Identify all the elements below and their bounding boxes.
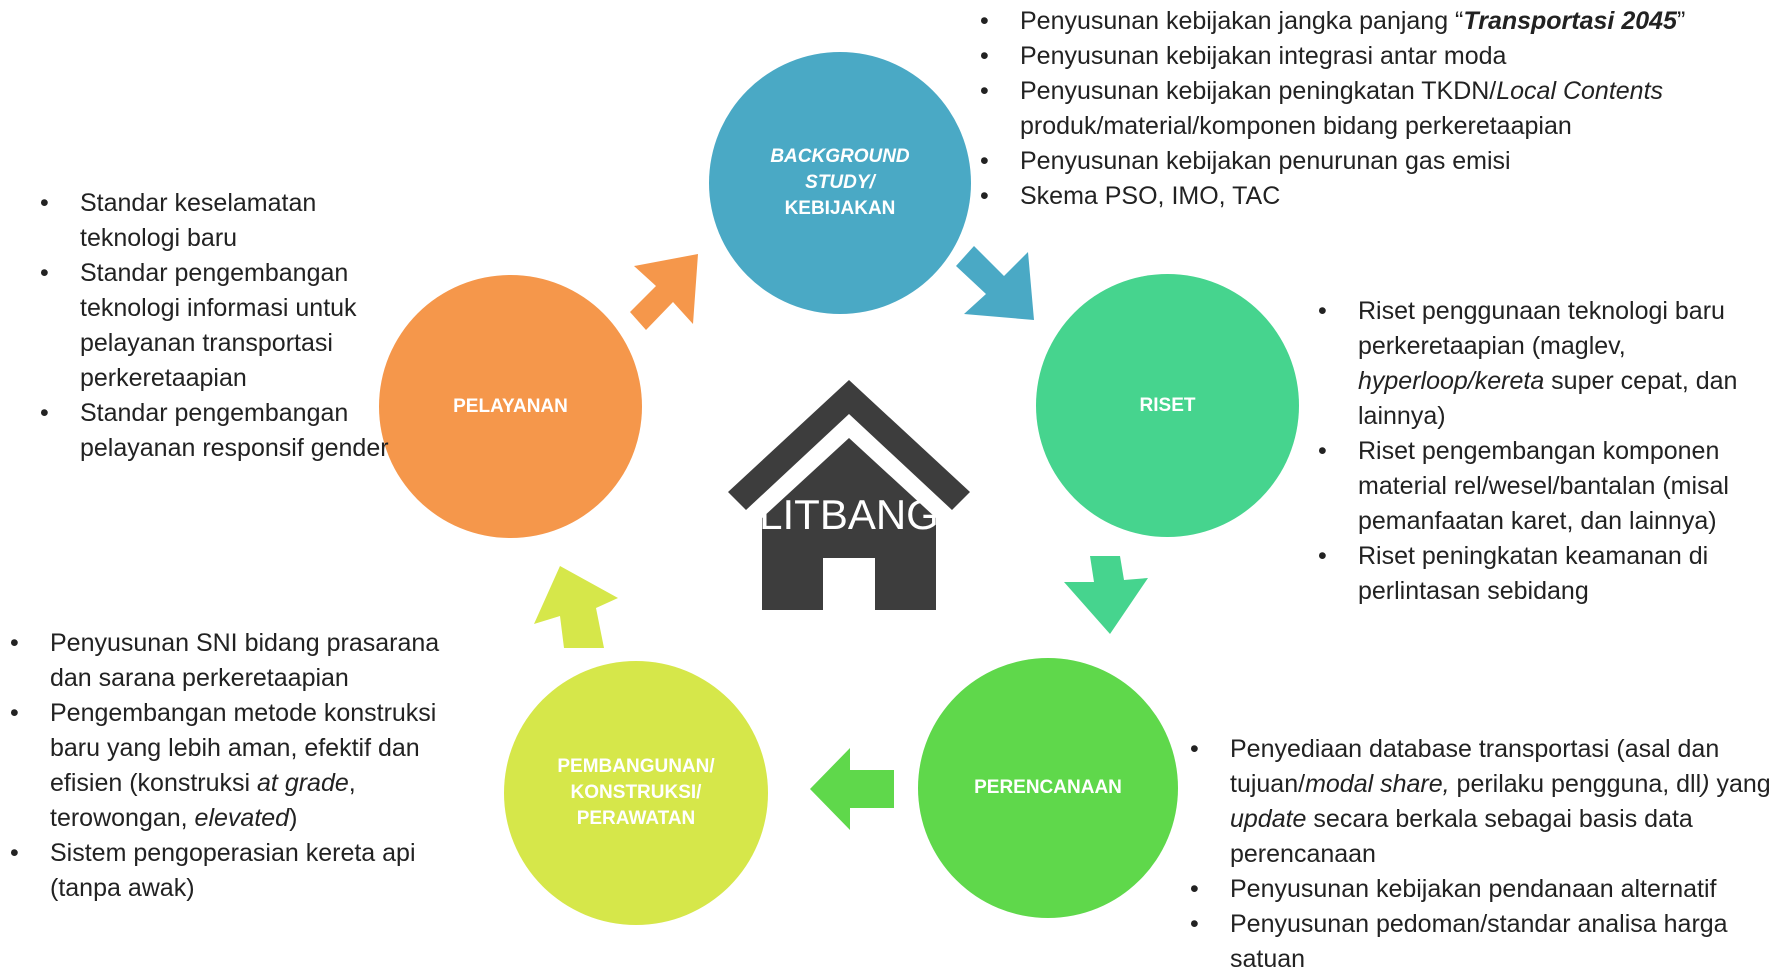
list-item: Riset peningkatan keamanan di perlintasa…: [1318, 539, 1738, 609]
circle-pembangunan-line3: PERAWATAN: [576, 808, 696, 829]
list-item: Standar keselamatan teknologi baru: [40, 186, 400, 256]
arrow-riset-to-perencanaan: [1064, 556, 1148, 634]
list-item: Penyusunan kebijakan jangka panjang “Tra…: [980, 4, 1740, 39]
circle-pelayanan: PELAYANAN: [379, 275, 642, 538]
circle-perencanaan: PERENCANAAN: [918, 658, 1178, 918]
list-item: Pengembangan metode konstruksi baru yang…: [10, 696, 470, 836]
list-riset: Riset penggunaan teknologi baru perkeret…: [1318, 294, 1738, 609]
list-item: Sistem pengoperasian kereta api (tanpa a…: [10, 836, 470, 906]
list-item: Standar pengembangan teknologi informasi…: [40, 256, 400, 396]
circle-background-study: BACKGROUND STUDY/ KEBIJAKAN: [709, 52, 971, 314]
arrow-pembangunan-to-pelayanan: [534, 566, 618, 648]
circle-pembangunan-line1: PEMBANGUNAN/: [557, 756, 715, 777]
circle-background-line2: STUDY/: [805, 172, 875, 193]
list-item: Riset pengembangan komponen material rel…: [1318, 434, 1738, 539]
list-item: Penyusunan SNI bidang prasarana dan sara…: [10, 626, 470, 696]
list-perencanaan: Penyediaan database transportasi (asal d…: [1190, 732, 1785, 977]
house-icon: [728, 380, 970, 610]
circle-riset-label: RISET: [1139, 394, 1196, 416]
circle-pelayanan-label: PELAYANAN: [453, 395, 568, 417]
list-background: Penyusunan kebijakan jangka panjang “Tra…: [980, 4, 1740, 214]
circle-background-line3: KEBIJAKAN: [784, 198, 896, 219]
list-item: Penyusunan kebijakan peningkatan TKDN/Lo…: [980, 74, 1740, 144]
circle-pembangunan-line2: KONSTRUKSI/: [570, 782, 702, 803]
circle-pembangunan: PEMBANGUNAN/ KONSTRUKSI/ PERAWATAN: [504, 661, 768, 925]
arrow-perencanaan-to-pembangunan: [810, 748, 894, 830]
circle-background-line1: BACKGROUND: [770, 146, 910, 167]
list-item: Skema PSO, IMO, TAC: [980, 179, 1740, 214]
list-pembangunan: Penyusunan SNI bidang prasarana dan sara…: [10, 626, 470, 906]
list-item: Penyusunan kebijakan pendanaan alternati…: [1190, 872, 1785, 907]
list-item: Penyediaan database transportasi (asal d…: [1190, 732, 1785, 872]
list-pelayanan: Standar keselamatan teknologi baru Stand…: [40, 186, 400, 466]
list-item: Penyusunan pedoman/standar analisa harga…: [1190, 907, 1785, 977]
center-label: LITBANG: [759, 491, 939, 538]
list-item: Riset penggunaan teknologi baru perkeret…: [1318, 294, 1738, 434]
list-item: Standar pengembangan pelayanan responsif…: [40, 396, 400, 466]
arrow-pelayanan-to-background: [630, 254, 698, 330]
circle-perencanaan-label: PERENCANAAN: [974, 777, 1122, 798]
arrow-background-to-riset: [956, 246, 1034, 320]
circle-riset: RISET: [1036, 274, 1299, 537]
list-item: Penyusunan kebijakan penurunan gas emisi: [980, 144, 1740, 179]
list-item: Penyusunan kebijakan integrasi antar mod…: [980, 39, 1740, 74]
